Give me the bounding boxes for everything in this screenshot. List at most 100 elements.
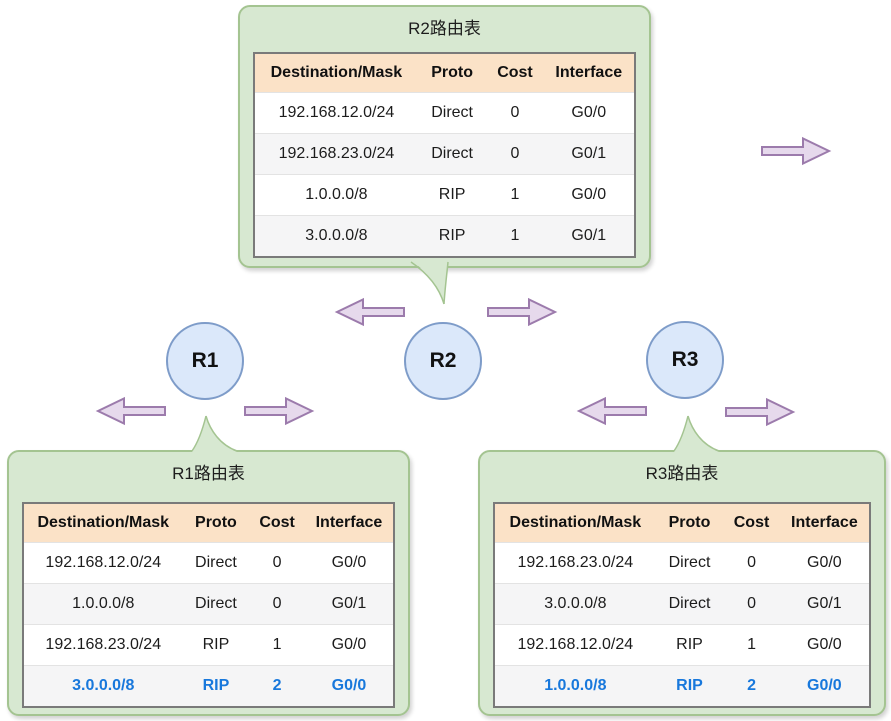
cell-proto: Direct	[668, 554, 711, 571]
cell-destination: 192.168.23.0/24	[45, 636, 162, 653]
left-arrow-icon	[95, 395, 167, 427]
cell-proto: RIP	[438, 227, 466, 244]
cell-interface: G0/0	[571, 104, 607, 121]
cell-cost: 0	[747, 554, 756, 571]
r2-table-title: R2路由表	[408, 19, 481, 38]
table-row: 1.0.0.0/8 Direct 0 G0/1	[23, 583, 394, 625]
router-node-r3: R3	[646, 321, 724, 399]
cell-cost: 0	[747, 595, 756, 612]
cell-cost: 2	[747, 677, 756, 694]
cell-interface: G0/1	[571, 227, 607, 244]
cell-interface: G0/1	[331, 595, 367, 612]
table-row: 192.168.23.0/24 RIP 1 G0/0	[23, 624, 394, 666]
table-row-learned-route: 3.0.0.0/8 RIP 2 G0/0	[23, 665, 394, 707]
r2-callout-tail	[410, 260, 449, 305]
col-header-interface: Interface	[779, 503, 870, 543]
cell-cost: 0	[272, 554, 282, 571]
col-header-cost: Cost	[249, 503, 305, 543]
router-label: R2	[429, 349, 457, 372]
col-header-proto: Proto	[655, 503, 724, 543]
right-arrow-icon	[760, 135, 832, 167]
router-node-r1: R1	[166, 322, 244, 400]
cell-destination: 3.0.0.0/8	[305, 227, 368, 244]
cell-cost: 1	[510, 227, 520, 244]
cell-cost: 0	[510, 104, 520, 121]
cell-interface: G0/1	[807, 595, 842, 612]
left-arrow-icon	[576, 395, 648, 427]
cell-proto: RIP	[676, 677, 703, 694]
router-label: R3	[671, 348, 699, 371]
cell-destination: 1.0.0.0/8	[544, 677, 607, 694]
r3-table-title: R3路由表	[645, 464, 719, 483]
col-header-interface: Interface	[304, 503, 394, 543]
router-label: R1	[191, 349, 219, 372]
r3-routing-table: Destination/Mask Proto Cost Interface 19…	[493, 502, 871, 708]
cell-destination: 192.168.23.0/24	[278, 145, 395, 162]
cell-destination: 192.168.12.0/24	[517, 636, 634, 653]
cell-cost: 1	[747, 636, 756, 653]
table-row: 192.168.12.0/24 Direct 0 G0/0	[23, 542, 394, 584]
cell-proto: Direct	[668, 595, 711, 612]
cell-destination: 192.168.23.0/24	[517, 554, 634, 571]
cell-cost: 2	[272, 677, 282, 694]
table-header-row: Destination/Mask Proto Cost Interface	[494, 503, 870, 543]
col-header-cost: Cost	[486, 53, 544, 93]
cell-interface: G0/1	[571, 145, 607, 162]
table-row: 3.0.0.0/8 RIP 1 G0/1	[254, 215, 635, 257]
cell-proto: RIP	[676, 636, 703, 653]
col-header-cost: Cost	[723, 503, 780, 543]
col-header-destination: Destination/Mask	[23, 503, 183, 543]
col-header-destination: Destination/Mask	[494, 503, 656, 543]
cell-cost: 1	[510, 186, 520, 203]
col-header-interface: Interface	[543, 53, 635, 93]
cell-destination: 3.0.0.0/8	[544, 595, 607, 612]
right-arrow-icon	[486, 296, 558, 328]
cell-proto: Direct	[195, 554, 237, 571]
right-arrow-icon	[243, 395, 315, 427]
r1-routing-table-panel: R1路由表 Destination/Mask Proto Cost Interf…	[7, 450, 410, 716]
left-arrow-icon	[334, 296, 406, 328]
cell-interface: G0/0	[807, 636, 842, 653]
cell-cost: 1	[272, 636, 282, 653]
cell-proto: Direct	[431, 104, 473, 121]
cell-interface: G0/0	[331, 677, 367, 694]
cell-cost: 0	[272, 595, 282, 612]
r1-table-title: R1路由表	[172, 464, 245, 483]
cell-destination: 192.168.12.0/24	[278, 104, 395, 121]
cell-destination: 1.0.0.0/8	[305, 186, 368, 203]
cell-proto: Direct	[431, 145, 473, 162]
table-header-row: Destination/Mask Proto Cost Interface	[23, 503, 394, 543]
cell-cost: 0	[510, 145, 520, 162]
table-row: 1.0.0.0/8 RIP 1 G0/0	[254, 174, 635, 216]
cell-interface: G0/0	[807, 677, 842, 694]
cell-proto: RIP	[202, 677, 230, 694]
r3-callout-tail	[673, 415, 720, 452]
table-row: 192.168.12.0/24 Direct 0 G0/0	[254, 92, 635, 134]
cell-interface: G0/0	[571, 186, 607, 203]
r3-routing-table-panel: R3路由表 Destination/Mask Proto Cost Interf…	[478, 450, 886, 716]
col-header-destination: Destination/Mask	[254, 53, 418, 93]
router-node-r2: R2	[404, 322, 482, 400]
r1-callout-tail	[191, 415, 238, 452]
col-header-proto: Proto	[182, 503, 250, 543]
table-row: 192.168.23.0/24 Direct 0 G0/0	[494, 542, 870, 584]
cell-destination: 1.0.0.0/8	[72, 595, 135, 612]
r2-routing-table-panel: R2路由表 Destination/Mask Proto Cost Interf…	[238, 5, 651, 268]
cell-destination: 192.168.12.0/24	[45, 554, 162, 571]
cell-proto: Direct	[195, 595, 237, 612]
cell-destination: 3.0.0.0/8	[72, 677, 135, 694]
cell-interface: G0/0	[331, 636, 367, 653]
table-row: 3.0.0.0/8 Direct 0 G0/1	[494, 583, 870, 625]
cell-proto: RIP	[202, 636, 230, 653]
table-row-learned-route: 1.0.0.0/8 RIP 2 G0/0	[494, 665, 870, 707]
cell-interface: G0/0	[331, 554, 367, 571]
cell-interface: G0/0	[807, 554, 842, 571]
right-arrow-icon	[724, 396, 796, 428]
col-header-proto: Proto	[417, 53, 487, 93]
r1-routing-table: Destination/Mask Proto Cost Interface 19…	[22, 502, 395, 708]
cell-proto: RIP	[438, 186, 466, 203]
table-row: 192.168.23.0/24 Direct 0 G0/1	[254, 133, 635, 175]
r2-routing-table: Destination/Mask Proto Cost Interface 19…	[253, 52, 636, 258]
table-header-row: Destination/Mask Proto Cost Interface	[254, 53, 635, 93]
